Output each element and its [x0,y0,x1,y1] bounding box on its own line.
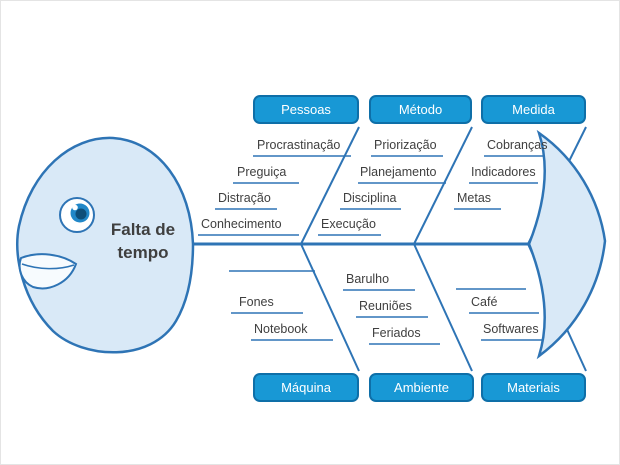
cause-label: Indicadores [471,165,536,179]
cause-label: Distração [218,191,271,205]
category-pessoas: Pessoas [253,95,359,124]
cause-label: Reuniões [359,299,412,313]
bone-lines-bottom [229,270,552,345]
cause-label: Metas [457,191,492,205]
category-maquina: Máquina [253,373,359,402]
cause-label: Cobranças [487,138,548,152]
cause-label: Preguiça [237,165,287,179]
bone-lines-top [198,155,551,236]
cause-label: Notebook [254,322,308,336]
cause-label: Priorização [374,138,437,152]
cause-label: Feriados [372,326,421,340]
cause-label: Café [471,295,498,309]
cause-label: Fones [239,295,274,309]
category-label: Ambiente [394,380,449,395]
category-label: Método [398,102,443,117]
cause-label: Disciplina [343,191,397,205]
problem-label-line2: tempo [117,242,169,262]
cause-label: Procrastinação [257,138,341,152]
fish-head [16,136,195,354]
problem-label: Falta de tempo [93,219,193,265]
fish-mouth [18,253,78,290]
cause-label: Planejamento [360,165,437,179]
cause-label: Softwares [483,322,539,336]
category-label: Medida [512,102,555,117]
problem-label-line1: Falta de [110,220,176,239]
category-label: Materiais [507,380,560,395]
fish-tail [527,129,607,360]
category-metodo: Método [369,95,472,124]
cause-label: Barulho [346,272,390,286]
category-label: Pessoas [281,102,331,117]
category-materiais: Materiais [481,373,586,402]
fish-eye [59,197,95,233]
category-medida: Medida [481,95,586,124]
cause-label: Conhecimento [201,217,282,231]
cause-label: Execução [321,217,376,231]
category-ambiente: Ambiente [369,373,474,402]
category-label: Máquina [281,380,331,395]
